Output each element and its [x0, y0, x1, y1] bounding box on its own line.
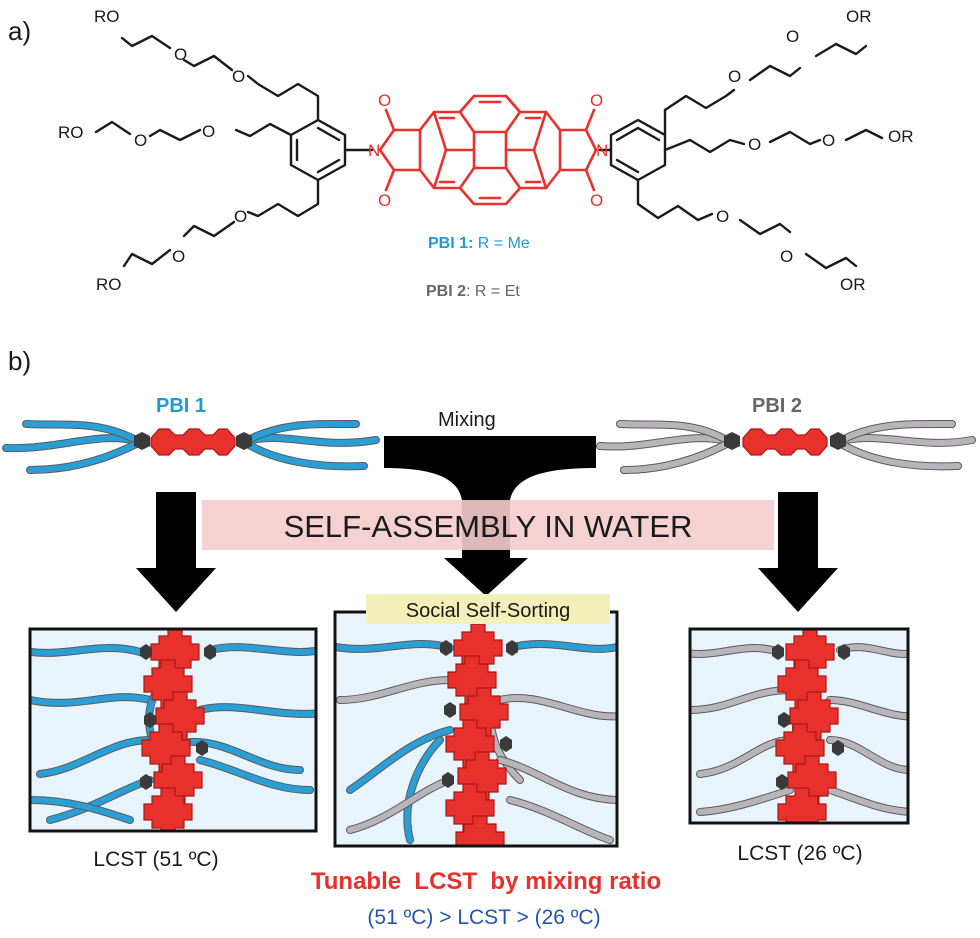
left-ro-bot: RO	[96, 275, 122, 294]
pbi2-molecule-cartoon	[596, 419, 976, 474]
core-n-right: N	[596, 141, 608, 160]
left-o-mid-1: O	[134, 131, 147, 150]
self-sorting-label-bg	[366, 594, 610, 624]
core-o-bot-right: O	[590, 191, 603, 210]
left-ro-top: RO	[94, 7, 120, 26]
pbi1-assembly-box	[28, 627, 318, 833]
right-o-mid-2: O	[822, 131, 835, 150]
core-o-bot-left: O	[378, 191, 391, 210]
panel-a-label: a)	[8, 16, 31, 46]
core-o-top-right: O	[590, 91, 603, 110]
left-ro-mid: RO	[58, 123, 84, 142]
right-o-bot-1: O	[716, 207, 729, 226]
panel-b-label: b)	[8, 346, 31, 376]
lcst-range-text: (51 ºC) > LCST > (26 ºC)	[367, 906, 600, 929]
mixing-arrow	[384, 436, 596, 596]
right-o-mid-1: O	[748, 135, 761, 154]
pbi2-title: PBI 2	[752, 395, 802, 417]
right-or-bot: OR	[840, 275, 866, 294]
lcst-left-label: LCST (51 ºC)	[93, 848, 218, 871]
pbi1-definition-name: PBI 1:	[428, 235, 473, 252]
self-assembly-banner-text: SELF-ASSEMBLY IN WATER	[284, 509, 693, 544]
core-o-top-left: O	[378, 91, 391, 110]
tunable-lcst-text: Tunable LCST by mixing ratio	[311, 868, 661, 895]
mixing-label: Mixing	[438, 409, 496, 431]
right-or-mid: OR	[888, 127, 914, 146]
mixed-assembly-box	[333, 610, 619, 848]
right-dendron-structure	[598, 42, 884, 270]
pbi2-definition-r: : R = Et	[466, 283, 520, 300]
right-o-top-1: O	[786, 27, 799, 46]
lcst-right-label: LCST (26 ºC)	[737, 842, 862, 865]
self-sorting-label: Social Self-Sorting	[406, 600, 571, 622]
pbi1-down-arrow	[136, 492, 216, 612]
core-n-left: N	[368, 141, 380, 160]
pbi1-definition-r: R = Me	[473, 235, 530, 252]
left-o-bot-2: O	[172, 247, 185, 266]
pbi1-molecule-cartoon	[2, 419, 380, 474]
right-o-bot-2: O	[780, 247, 793, 266]
right-or-top: OR	[846, 7, 872, 26]
pbi2-down-arrow	[758, 492, 838, 612]
left-o-bot-1: O	[234, 207, 247, 226]
self-assembly-banner	[202, 500, 774, 550]
left-o-top-2: O	[232, 67, 245, 86]
pbi1-definition: PBI 1: R = Me	[428, 235, 530, 252]
right-o-top-2: O	[728, 67, 741, 86]
pbi1-title: PBI 1	[156, 395, 206, 417]
left-dendron-structure	[94, 34, 374, 268]
left-o-top-1: O	[174, 45, 187, 64]
pbi2-definition: PBI 2: R = Et	[426, 283, 520, 300]
pbi2-definition-name: PBI 2	[426, 283, 466, 300]
pbi-core-structure	[378, 94, 598, 206]
pbi2-assembly-box	[688, 627, 910, 825]
left-o-mid-2: O	[202, 122, 215, 141]
